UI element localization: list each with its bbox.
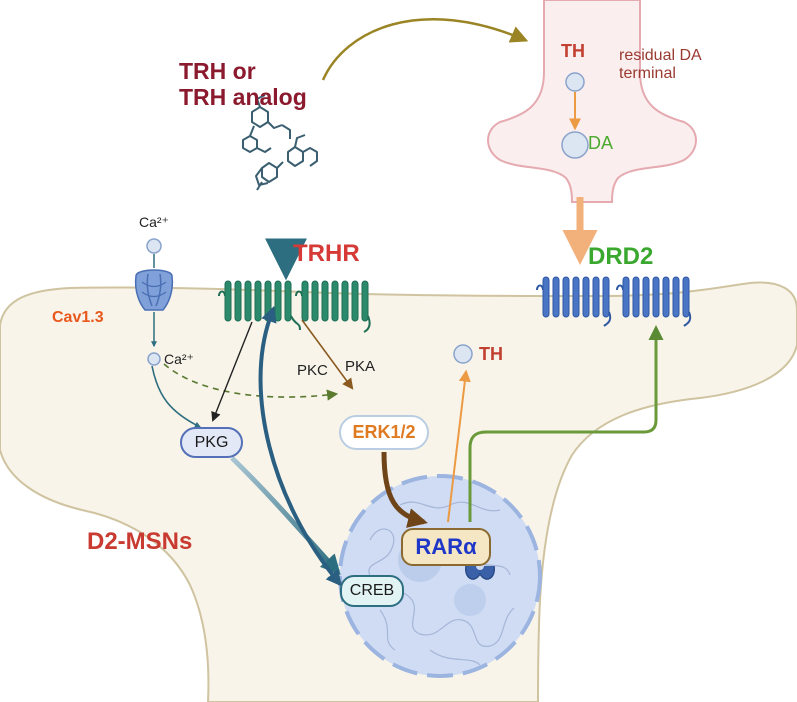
pkg-node: PKG	[180, 427, 243, 458]
rara-to-th-arrow	[447, 369, 471, 523]
trh-label: TRH or TRH analog	[179, 58, 307, 111]
da-label: DA	[588, 133, 614, 153]
drd2-receptor-right	[616, 276, 692, 327]
residual-terminal-line1: residual DA	[619, 47, 702, 64]
residual-da-terminal	[487, 0, 697, 203]
erk-to-rara-arrow	[381, 451, 428, 528]
drd2-label: DRD2	[588, 243, 654, 270]
trhr-to-pkg-arrow	[211, 321, 253, 422]
cav13-label: Cav1.3	[52, 309, 104, 326]
trh-label-line2: TRH analog	[179, 84, 307, 111]
pkg-node-label: PKG	[194, 433, 229, 451]
rara-node: RARα	[401, 528, 491, 566]
rar-receptor-icon	[465, 562, 495, 580]
ca-to-pkg-arrow	[151, 365, 202, 428]
rara-node-label: RARα	[415, 534, 477, 559]
th-cell-label: TH	[479, 344, 503, 364]
th-vesicle	[565, 72, 585, 92]
pka-label: PKA	[345, 358, 376, 375]
trhr-creb-feedback-arrow	[258, 305, 343, 587]
creb-node-label: CREB	[349, 582, 395, 599]
ca-ion-inside	[147, 352, 161, 366]
pkc-label: PKC	[297, 362, 328, 379]
ca-inside-label: Ca²⁺	[164, 351, 194, 367]
erk-node: ERK1/2	[339, 415, 429, 450]
drd2-receptor-left	[536, 276, 612, 327]
d2-msns-label: D2-MSNs	[87, 528, 193, 555]
th-cell-vesicle	[453, 344, 473, 364]
trhr-label: TRHR	[293, 240, 360, 267]
cav13-channel-icon	[134, 269, 174, 311]
th-terminal-label: TH	[561, 41, 585, 61]
rara-to-drd2-arrow	[468, 325, 664, 522]
trh-label-line1: TRH or	[179, 58, 256, 84]
trh-molecule-icon	[242, 94, 318, 191]
ca-outside-label: Ca²⁺	[139, 214, 169, 230]
erk-node-label: ERK1/2	[352, 422, 416, 442]
residual-terminal-label: residual DA terminal	[619, 47, 702, 84]
ca-ion-outside	[146, 238, 162, 254]
trh-to-terminal-arrow	[321, 18, 529, 81]
creb-node: CREB	[340, 575, 404, 607]
da-vesicle	[561, 131, 589, 159]
residual-terminal-line2: terminal	[619, 65, 676, 83]
